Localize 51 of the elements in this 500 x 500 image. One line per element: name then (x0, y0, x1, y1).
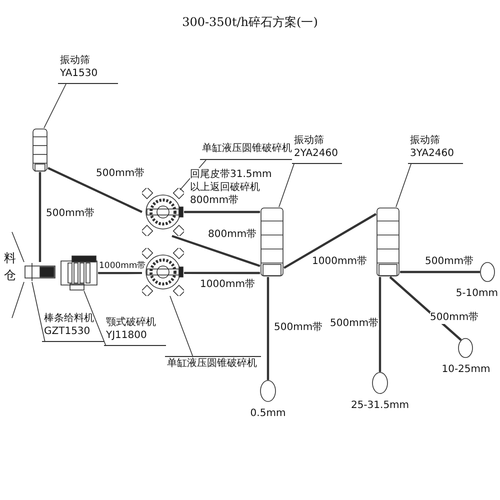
leader-line (44, 84, 66, 128)
hopper-label: 料仓 (4, 250, 16, 284)
conveyor-belt (184, 210, 260, 214)
belt-label: 回尾皮带31.5mm以上返回破碎机800mm带 (190, 168, 274, 207)
belt-label: 500mm带 (46, 208, 95, 220)
conveyor-belt (378, 277, 382, 372)
callout-text: 2YA2460 (294, 147, 338, 160)
callout (408, 134, 463, 164)
diagram-title: 300-350t/h碎石方案(一) (181, 14, 319, 31)
conveyor-belt (172, 234, 260, 268)
conveyor-belt (48, 167, 142, 213)
callout-text: 单缸液压圆锥破碎机 (202, 142, 292, 155)
size-label: 5-10mm (456, 288, 498, 299)
size-label: 10-25mm (442, 364, 490, 375)
conveyor-belt (98, 272, 142, 274)
belt-label: 500mm带 (274, 322, 323, 334)
callout (200, 142, 292, 160)
belt-label: 500mm带 (330, 318, 379, 330)
callout-text: GZT1530 (44, 325, 90, 338)
callout-text: 单缸液压圆锥破碎机 (167, 357, 257, 370)
leader-line (32, 282, 46, 342)
belt-label: 500mm带 (430, 312, 479, 324)
callout-text: YJ11800 (106, 329, 147, 342)
leader-line (396, 164, 412, 208)
belt-label: 500mm带 (96, 168, 145, 180)
size-label: 25-31.5mm (350, 400, 410, 411)
leader-line (170, 296, 194, 356)
leader-line (278, 164, 294, 208)
belt-label: 1000mm带 (200, 279, 255, 291)
callout (104, 316, 166, 346)
belt-label: 1000mm带 (99, 260, 146, 272)
callout-text: YA1530 (60, 67, 98, 80)
callout-text: 振动筛 (294, 134, 324, 147)
conveyor-belt (283, 213, 377, 269)
callout-text: 3YA2460 (410, 147, 454, 160)
belt-label: 500mm带 (425, 256, 474, 268)
callout-text: 振动筛 (410, 134, 440, 147)
conveyor-belt (184, 272, 260, 274)
callout (58, 54, 118, 84)
callout-text: 颚式破碎机 (106, 316, 156, 329)
conveyor-belt (38, 172, 42, 262)
belt-label: 800mm带 (208, 229, 257, 241)
callout-text: 棒条给料机 (44, 312, 94, 325)
size-label: 0.5mm (250, 408, 286, 419)
conveyor-belt (400, 270, 480, 274)
conveyor-belt (266, 277, 270, 380)
callout (292, 134, 342, 164)
leader-line (84, 290, 106, 346)
callout-text: 振动筛 (60, 54, 90, 67)
belt-label: 1000mm带 (312, 256, 367, 268)
callout (42, 312, 104, 342)
